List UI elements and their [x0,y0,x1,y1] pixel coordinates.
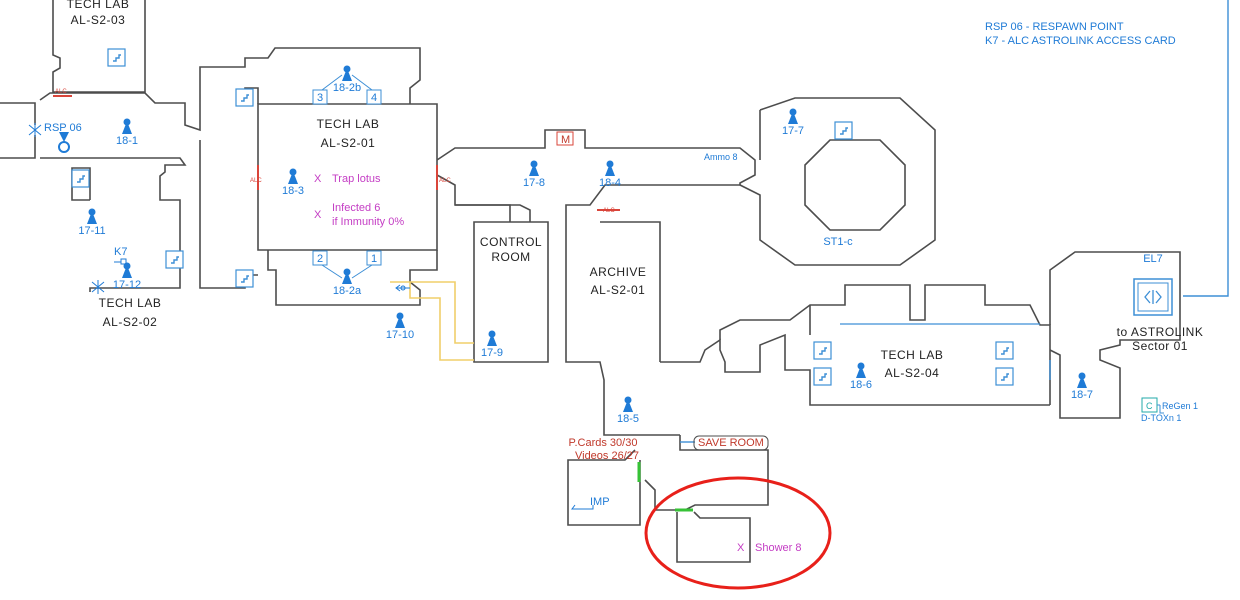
respawn-star-icon [91,280,105,294]
save-point-label: 18-2b [333,82,361,94]
save-point-figure[interactable]: 18-3 [282,168,304,198]
save-point-label: 18-2a [333,285,362,297]
chest-label: C [1146,401,1153,411]
room-label: AL-S2-01 [321,136,376,150]
room-label: AL-S2-04 [885,366,940,380]
item-x-icon: X [314,173,322,185]
stairs-icon[interactable] [813,341,832,360]
room-label: TECH LAB [881,348,944,362]
save-point-label: 18-1 [116,135,138,147]
save-point-label: 17-8 [523,177,545,189]
elevator-link-line [1183,0,1229,297]
room-label: TECH LAB [67,0,130,11]
save-point-figure[interactable]: 18-7 [1071,372,1093,402]
alc-label: ALC [603,208,615,214]
room-label: ARCHIVE [590,265,647,279]
keycard-label: K7 [114,246,127,258]
legend-rsp: RSP 06 - RESPAWN POINT [985,21,1124,33]
imp-label: IMP [590,496,610,508]
dtox-label: D-TOXn 1 [1141,413,1181,423]
trap-label: Trap lotus [332,173,381,185]
stairs-icon[interactable] [107,48,126,67]
room-label: Sector 01 [1132,339,1188,353]
stairs-icon[interactable] [834,121,853,140]
room-label: ROOM [491,250,530,264]
room-label: AL-S2-01 [591,283,646,297]
item-x-icon: X [737,542,745,554]
stairs-icon[interactable] [995,341,1014,360]
imp-icon[interactable] [571,504,594,510]
room-label: TECH LAB [317,117,380,131]
stairs-icon[interactable] [813,367,832,386]
shower-label: Shower 8 [755,542,801,554]
save-point-label: 17-7 [782,125,804,137]
svg-text:3: 3 [317,92,323,104]
regen-label: ReGen 1 [1162,401,1198,411]
item-x-icon: X [314,209,322,221]
room-label: AL-S2-02 [103,315,158,329]
room-label: CONTROL [480,235,542,249]
numbered-doors[interactable]: 3 4 2 1 [312,74,382,279]
respawn-star-icon [28,123,42,137]
save-point-figure[interactable]: 17-10 [386,312,414,342]
respawn-label: RSP 06 [44,122,82,134]
infected-condition: if Immunity 0% [332,216,404,228]
save-room-label: SAVE ROOM [698,437,764,449]
save-point-figure[interactable]: 18-1 [116,118,138,148]
save-point-figure[interactable]: 18-2a [333,268,362,298]
save-point-label: 17-12 [113,279,141,291]
save-point-label: 17-9 [481,347,503,359]
legend-k7: K7 - ALC ASTROLINK ACCESS CARD [985,35,1176,47]
room-label: ST1-c [823,236,853,248]
save-point-figure[interactable]: 18-2b [333,65,361,95]
yellow-path [390,281,474,361]
elevator-icon[interactable] [1133,278,1173,316]
ammo-label: Ammo 8 [704,152,738,162]
save-point-label: 17-10 [386,329,414,341]
stairs-icons [71,48,1014,386]
alc-label: ALC [55,89,67,95]
highlight-circle [644,476,832,590]
save-point-label: 17-11 [78,225,105,237]
save-point-label: 18-3 [282,185,304,197]
respawn-point-icon[interactable] [58,132,70,153]
save-point-figure[interactable]: 17-11 [78,208,106,238]
save-point-figure[interactable]: 17-12 [113,262,141,292]
infected-label: Infected 6 [332,202,380,214]
stairs-icon[interactable] [71,169,90,188]
save-points: 18-1 18-2b 18-3 18-2a 17-11 17-12 17-10 17-9 17-… [78,65,1093,426]
save-point-figure[interactable]: 18-4 [599,160,621,190]
switch-icon[interactable] [400,285,406,291]
pcards-label: P.Cards 30/30 [569,437,638,449]
save-point-figure[interactable]: 17-7 [782,108,804,138]
svg-text:4: 4 [371,92,377,104]
svg-text:2: 2 [317,253,323,265]
elevator-label: EL7 [1143,253,1163,265]
room-label: AL-S2-03 [71,13,126,27]
alc-label: ALC [250,178,262,184]
walls [0,0,1181,563]
stairs-icon[interactable] [995,367,1014,386]
save-point-label: 18-4 [599,177,621,189]
save-point-label: 18-6 [850,379,872,391]
arrow-left-icon [395,284,410,292]
save-point-figure[interactable]: 18-5 [617,396,639,426]
alc-doors[interactable]: ALC ALC ALC ALC [53,89,620,214]
save-point-figure[interactable]: 18-6 [850,362,872,392]
svg-text:1: 1 [371,253,377,265]
room-label: TECH LAB [99,296,162,310]
stairs-icon[interactable] [235,88,254,107]
save-point-figure[interactable]: 17-9 [481,330,503,360]
map-marker-m [556,131,574,146]
stairs-icon[interactable] [235,269,254,288]
videos-label: Videos 26/27 [575,450,639,462]
save-point-label: 18-5 [617,413,639,425]
alc-label: ALC [439,178,451,184]
save-point-label: 18-7 [1071,389,1093,401]
room-label: to ASTROLINK [1117,325,1204,339]
map-marker-m-label: M [561,134,570,146]
stairs-icon[interactable] [165,250,184,269]
keycard-icon[interactable] [114,258,127,265]
save-point-figure[interactable]: 17-8 [523,160,545,190]
